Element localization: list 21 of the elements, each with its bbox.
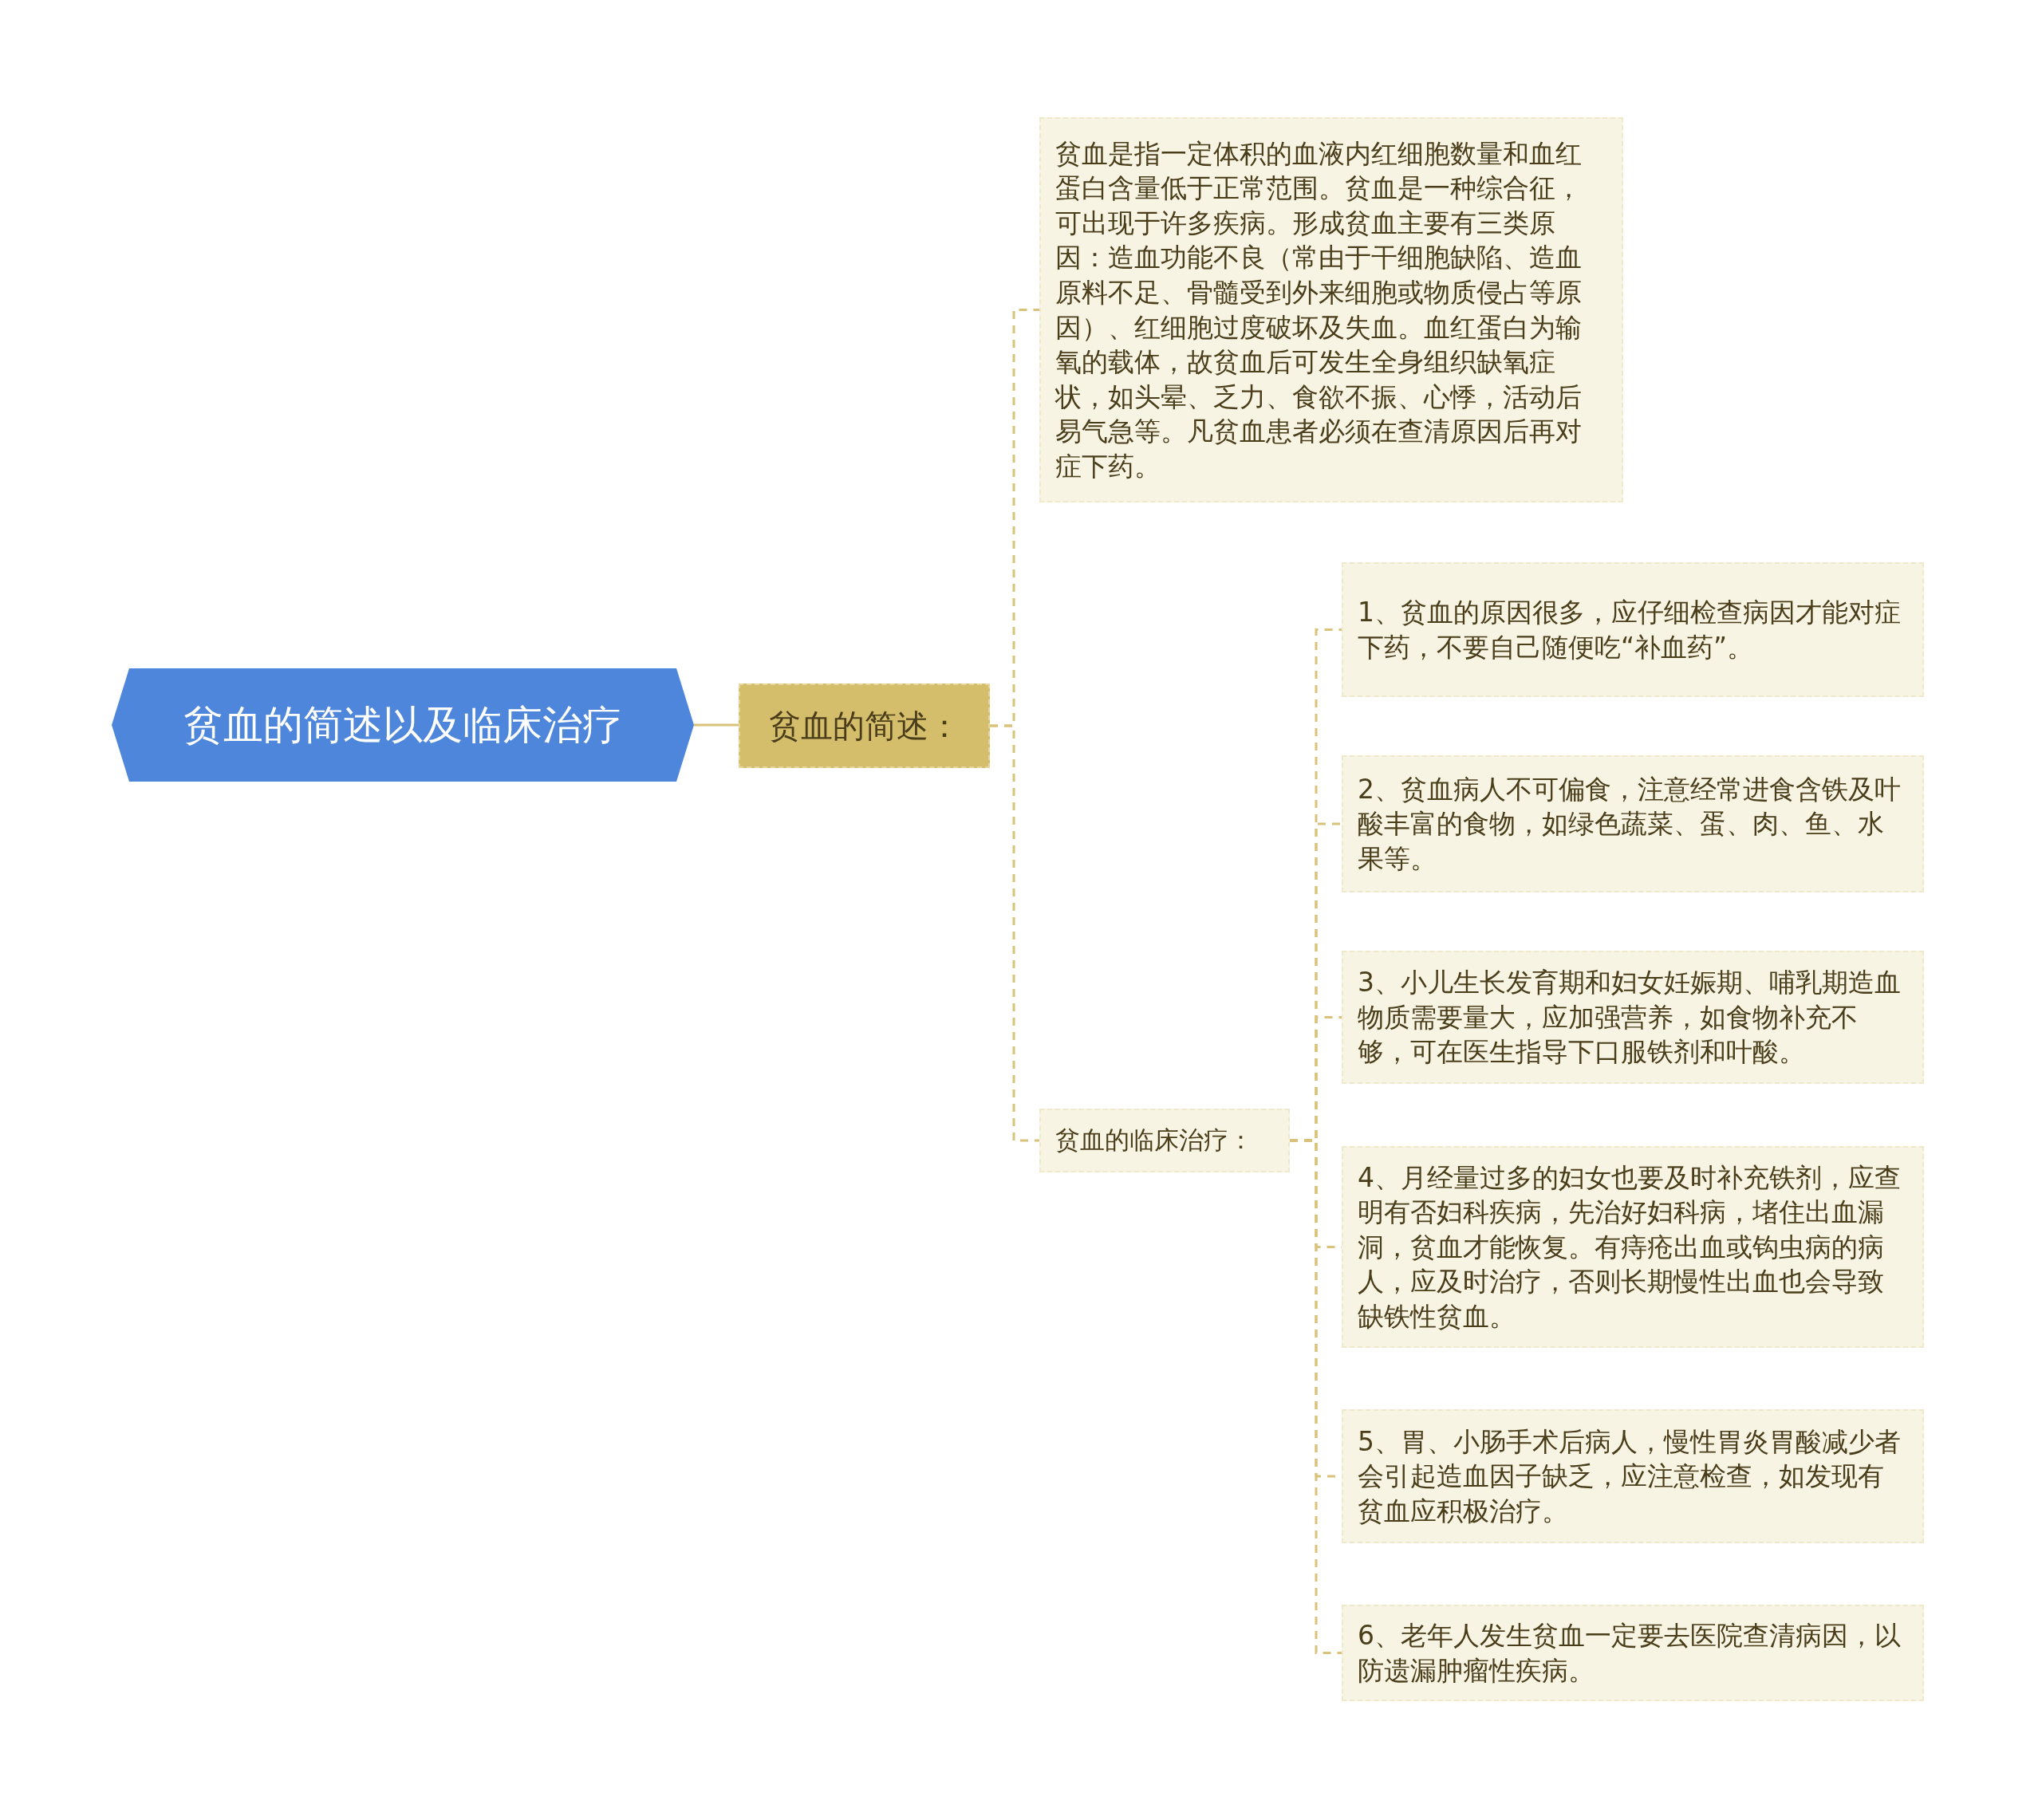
node-text: 2、贫血病人不可偏食，注意经常进食含铁及叶酸丰富的食物，如绿色蔬菜、蛋、肉、鱼、水果等。	[1358, 772, 1902, 876]
note-box	[1342, 1409, 1924, 1543]
node-text: 4、月经量过多的妇女也要及时补充铁剂，应查明有否妇科疾病，先治好妇科病，堵住出血漏洞，贫血才能恢复。有痔疮出血或钩虫病的病人，应及时治疗，否则长期慢性出血也会导致缺铁性贫血。	[1358, 1160, 1902, 1333]
note-box	[1342, 562, 1924, 697]
node-text: 贫血的临床治疗：	[1055, 1125, 1253, 1156]
connector-line	[990, 724, 1039, 1142]
note-box	[1342, 1146, 1924, 1348]
note-box	[1342, 755, 1924, 892]
branch-box	[739, 683, 990, 768]
node-text: 贫血的简述：	[768, 707, 960, 745]
node-text: 3、小儿生长发育期和妇女妊娠期、哺乳期造血物质需要量大，应加强营养，如食物补充不够，可在医生指导下口服铁剂和叶酸。	[1358, 966, 1902, 1070]
node-text: 6、老年人发生贫血一定要去医院查清病因，以防遗漏肿瘤性疾病。	[1358, 1618, 1902, 1688]
node-text: 5、胃、小肠手术后病人，慢性胃炎胃酸减少者会引起造血因子缺乏，应注意检查，如发现有贫血应积极治疗。	[1358, 1424, 1902, 1528]
branch-box	[1039, 1109, 1290, 1172]
node-text: 1、贫血的原因很多，应仔细检查病因才能对症下药，不要自己随便吃“补血药”。	[1358, 595, 1902, 664]
note-box	[1039, 117, 1623, 502]
topic-text: 贫血的简述以及临床治疗	[183, 701, 622, 749]
note-box	[1342, 951, 1924, 1084]
connector-line	[694, 723, 739, 727]
node-text: 贫血是指一定体积的血液内红细胞数量和血红蛋白含量低于正常范围。贫血是一种综合征，可出现于许多疾病。形成贫血主要有三类原因：造血功能不良（常由于干细胞缺陷、造血原料不足、骨髓受到外来细胞或物质侵占等原因）、红细胞过度破坏及失血。血红蛋白为输氧的载体，故贫血后可发生全身组织缺氧症状，如头晕、乏力、食欲不振、心悸，活动后易气急等。凡贫血患者必须在查清原因后再对症下药。	[1055, 136, 1583, 483]
note-box	[1342, 1605, 1924, 1701]
